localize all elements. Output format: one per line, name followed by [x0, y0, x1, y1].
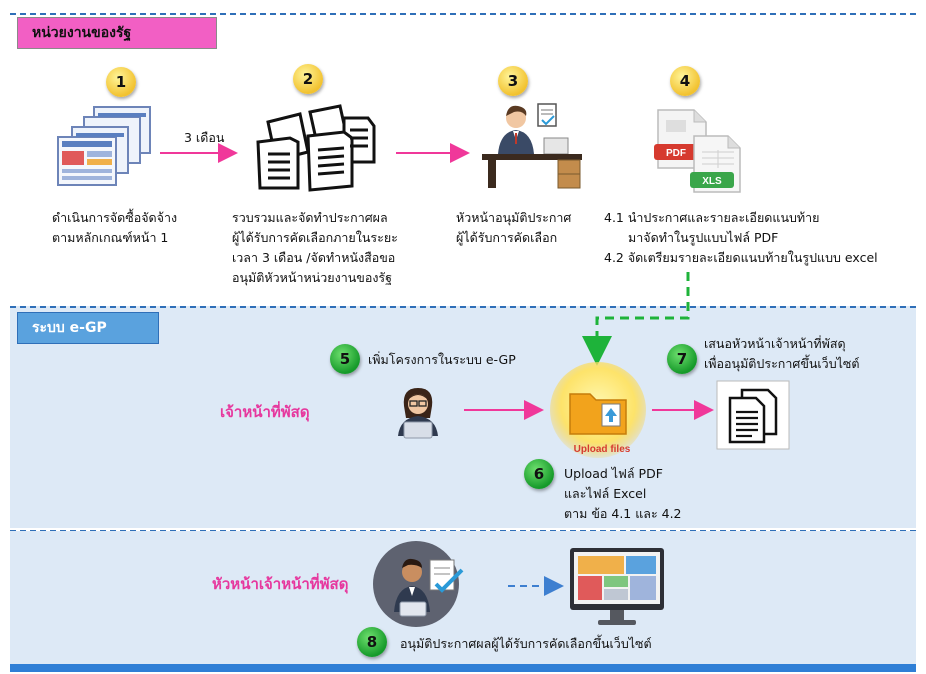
- step-3-text: หัวหน้าอนุมัติประกาศ ผู้ได้รับการคัดเลือ…: [456, 210, 572, 245]
- step-1-text: ดำเนินการจัดซื้อจัดจ้าง ตามหลักเกณฑ์หน้า…: [52, 210, 178, 245]
- step-badge-5: 5: [330, 344, 360, 374]
- egp-divider-top: [10, 306, 916, 308]
- manager-at-desk-icon: [482, 103, 582, 189]
- step-badge-6: 6: [524, 459, 554, 489]
- pdf-xls-files-icon: PDF XLS: [654, 109, 741, 193]
- arrow-4-to-6: [582, 272, 690, 366]
- head-officer-section-band: [10, 531, 916, 666]
- arrow-label-3-months: 3 เดือน: [184, 130, 225, 145]
- upload-files-label: Upload files: [574, 444, 631, 455]
- step-2-text: รวบรวมและจัดทำประกาศผล ผู้ได้รับการคัดเล…: [232, 210, 398, 285]
- step-badge-3: 3: [498, 66, 528, 96]
- section-tag-egp: ระบบ e-GP: [17, 312, 159, 344]
- bottom-bar: [10, 664, 916, 672]
- xls-label: XLS: [702, 176, 722, 187]
- step-7-text: เสนอหัวหน้าเจ้าหน้าที่พัสดุ เพื่ออนุมัติ…: [704, 336, 860, 371]
- pdf-label: PDF: [666, 148, 686, 159]
- section-tag-gov-unit: หน่วยงานของรัฐ: [17, 17, 217, 49]
- step-badge-4: 4: [670, 66, 700, 96]
- documents-icon: [716, 380, 790, 450]
- step-badge-1: 1: [106, 67, 136, 97]
- paper-documents-icon: [256, 104, 376, 192]
- stacked-documents-icon: [57, 106, 151, 186]
- step-8-text: อนุมัติประกาศผลผู้ได้รับการคัดเลือกขึ้นเ…: [400, 636, 652, 651]
- step-5-text: เพิ่มโครงการในระบบ e-GP: [368, 352, 516, 367]
- officer-laptop-icon: [398, 388, 438, 439]
- role-head-officer: หัวหน้าเจ้าหน้าที่พัสดุ: [212, 575, 349, 593]
- step-6-text: Upload ไฟล์ PDF และไฟล์ Excel ตาม ข้อ 4.…: [564, 466, 682, 521]
- step-badge-7: 7: [667, 344, 697, 374]
- role-officer: เจ้าหน้าที่พัสดุ: [220, 403, 310, 421]
- top-divider: [10, 13, 916, 15]
- step-badge-2: 2: [293, 64, 323, 94]
- website-monitor-icon: [570, 548, 664, 625]
- step-4-text: 4.1 นำประกาศและรายละเอียดแนบท้าย มาจัดทำ…: [604, 210, 878, 265]
- head-officer-icon: [373, 541, 464, 627]
- upload-files-icon: Upload files: [550, 362, 646, 458]
- step-badge-8: 8: [357, 627, 387, 657]
